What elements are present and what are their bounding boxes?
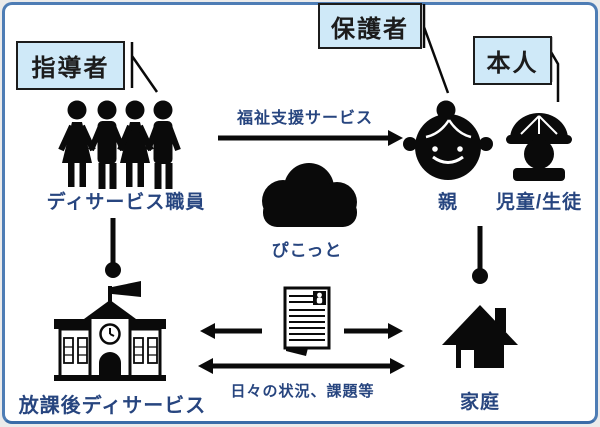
staff-label: ディサービス職員	[46, 192, 206, 213]
person-callout: 本人	[473, 36, 552, 85]
welfare-service-label: 福祉支援サービス	[236, 110, 373, 127]
home-label: 家庭	[459, 392, 500, 413]
staff-school-connector	[105, 218, 121, 278]
instructor-callout-line	[130, 42, 159, 93]
people-group-icon	[58, 100, 181, 189]
report-document-icon	[283, 286, 331, 356]
document-to-school-arrow	[200, 323, 262, 339]
parent-label: 親	[437, 192, 458, 213]
mother-face-icon	[403, 100, 493, 180]
daily-status-double-arrow	[198, 358, 405, 374]
child-home-connector	[472, 226, 488, 284]
instructor-callout-label: 指導者	[31, 55, 110, 82]
guardian-callout: 保護者	[318, 3, 422, 49]
welfare-service-arrow	[218, 130, 403, 146]
guardian-callout-label: 保護者	[331, 15, 409, 43]
schoolboy-cap-icon	[506, 113, 572, 181]
cloud-label: ぴこっと	[271, 241, 343, 260]
house-icon	[442, 305, 518, 368]
child-label: 児童/生徒	[495, 192, 583, 213]
school-building-icon	[54, 281, 166, 381]
person-callout-label: 本人	[486, 50, 539, 77]
school-label: 放課後ディサービス	[18, 395, 207, 417]
person-callout-line	[549, 37, 560, 102]
daily-status-label: 日々の状況、課題等	[230, 383, 375, 400]
instructor-callout: 指導者	[16, 41, 125, 90]
guardian-callout-line	[422, 4, 450, 94]
cloud-icon	[262, 163, 357, 227]
document-to-home-arrow	[344, 323, 403, 339]
